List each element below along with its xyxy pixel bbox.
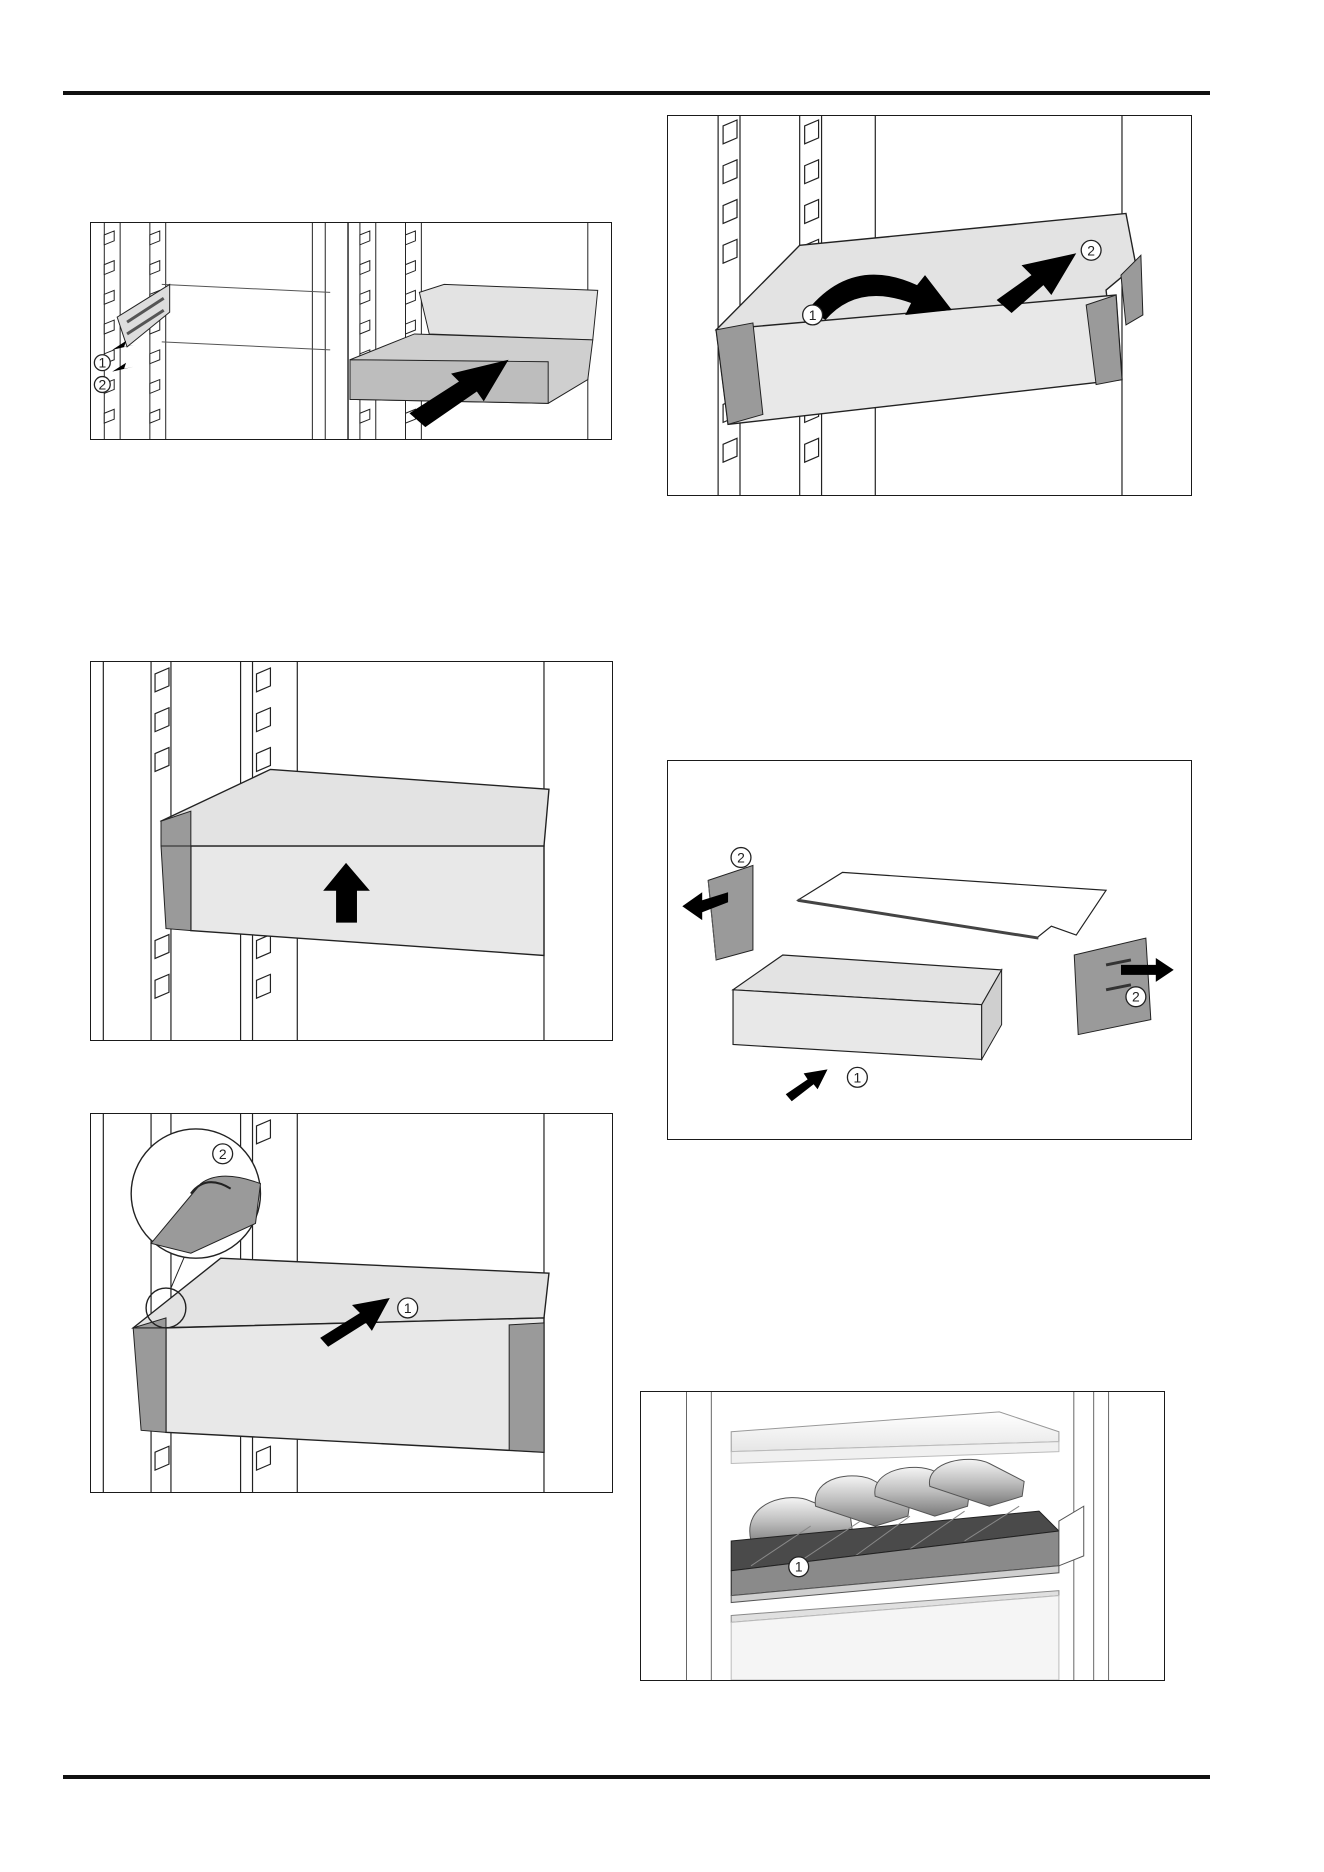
bottom-rule — [63, 1775, 1210, 1779]
figure-pull-out-drawer: 1 2 — [90, 1113, 613, 1493]
callout-2: 2 — [1132, 989, 1140, 1005]
figure-tilt-drawer: 1 2 — [667, 115, 1192, 496]
callout-1: 1 — [809, 307, 817, 323]
callout-2: 2 — [219, 1146, 227, 1162]
figure-lift-drawer — [90, 661, 613, 1041]
callout-1: 1 — [795, 1559, 803, 1575]
figure-bottle-tray: 1 — [640, 1391, 1165, 1681]
callout-2: 2 — [1087, 242, 1095, 258]
callout-1: 1 — [98, 355, 106, 371]
callout-1: 1 — [404, 1300, 412, 1316]
callout-2: 2 — [737, 849, 745, 865]
figure-disassemble-drawer: 2 1 2 — [667, 760, 1192, 1140]
top-rule — [63, 91, 1210, 95]
figure-insert-drawer: 1 2 — [90, 222, 612, 440]
callout-1: 1 — [854, 1069, 862, 1085]
callout-2: 2 — [98, 376, 106, 392]
